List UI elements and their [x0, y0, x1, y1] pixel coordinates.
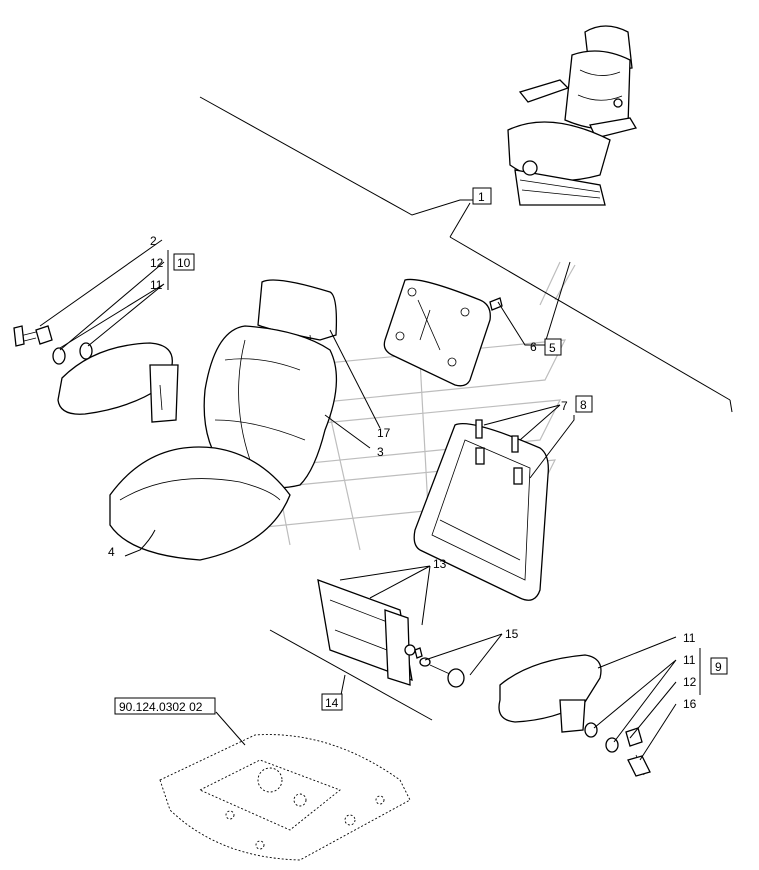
callout-box-14	[321, 693, 343, 711]
callout-14: 14	[325, 696, 339, 710]
armrest-right-assembly	[498, 654, 651, 777]
seat-cushion	[109, 446, 291, 561]
callout-box-5	[544, 338, 562, 356]
backrest-and-headrest	[203, 279, 338, 489]
callout-15: 15	[505, 627, 519, 641]
callout-11-right-a: 11	[683, 631, 696, 645]
callout-6: 6	[530, 340, 537, 354]
callout-16: 16	[683, 697, 697, 711]
leader-lines	[39, 96, 733, 761]
callout-box-1	[472, 187, 492, 205]
callout-3: 3	[377, 445, 384, 459]
backrest-frame	[413, 419, 549, 601]
callout-12-left: 12	[150, 256, 164, 270]
complete-seat-assembly	[507, 25, 638, 206]
callout-12-right: 12	[683, 675, 697, 689]
reference-box	[114, 697, 216, 715]
callout-4: 4	[108, 545, 115, 559]
lumbar-support-plate	[383, 278, 503, 387]
callout-1: 1	[478, 190, 485, 204]
mounting-bracket	[317, 579, 465, 688]
callout-9: 9	[715, 660, 722, 674]
callout-7: 7	[561, 399, 568, 413]
callout-2: 2	[150, 234, 157, 248]
callout-box-9	[710, 657, 728, 675]
callout-5: 5	[549, 341, 556, 355]
callout-10: 10	[177, 256, 191, 270]
armrest-left-assembly	[13, 325, 179, 423]
callout-box-10	[173, 253, 195, 271]
callout-17: 17	[377, 426, 391, 440]
callout-13: 13	[433, 557, 447, 571]
callout-11-left: 11	[150, 278, 163, 292]
callout-11-right-b: 11	[683, 653, 696, 667]
callout-labels: 1 2 12 10 11 6 5 7 8 17 3 4 13 15 14 11 …	[108, 187, 728, 715]
callout-box-8	[575, 395, 593, 413]
callout-8: 8	[580, 398, 587, 412]
reference-number: 90.124.0302 02	[119, 700, 203, 714]
seat-base-frame	[159, 734, 411, 861]
